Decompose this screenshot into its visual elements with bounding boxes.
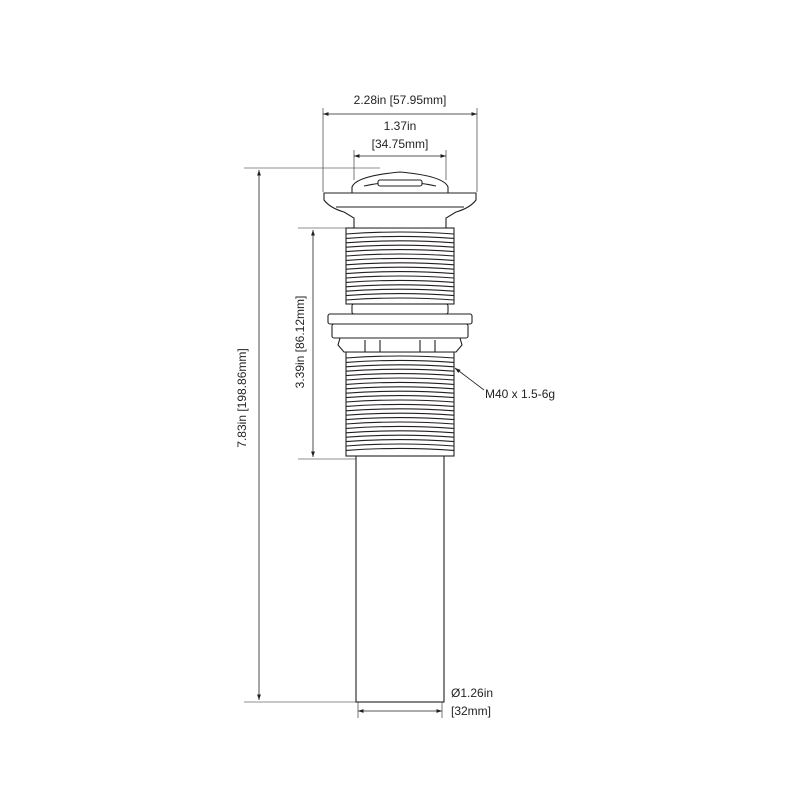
thread-line [345, 297, 455, 301]
thread-line [345, 235, 455, 239]
thread-line [345, 364, 455, 368]
thread-line [345, 386, 455, 390]
thread-line [345, 381, 455, 385]
thread-line [345, 271, 455, 275]
thread-line [345, 425, 455, 429]
callout-thread-spec: M40 x 1.5-6g [454, 367, 555, 401]
thread-line [345, 293, 455, 297]
thread-line [345, 262, 455, 266]
dim-thread-length: 3.39in [86.12mm] [293, 227, 356, 460]
thread-line [345, 430, 455, 434]
thread-line [345, 231, 455, 235]
thread-line [345, 253, 455, 257]
thread-line [345, 421, 455, 425]
thread-line [345, 373, 455, 377]
thread-line [345, 399, 455, 403]
pop-up-drain-body [323, 171, 477, 703]
thread-line [345, 279, 455, 283]
thread-line [345, 447, 455, 451]
gasket [331, 323, 469, 339]
lock-nut [337, 337, 463, 353]
thread-line [345, 275, 455, 279]
thread-length-label: 3.39in [86.12mm] [293, 296, 307, 389]
cap-width-mm-label: [34.75mm] [372, 137, 429, 151]
tail-pipe [355, 454, 445, 703]
thread-line [345, 257, 455, 261]
tail-diameter-mm-label: [32mm] [451, 704, 491, 718]
thread-line [345, 403, 455, 407]
tail-diameter-in-label: Ø1.26in [451, 686, 493, 700]
flange [323, 192, 477, 229]
thread-line [345, 390, 455, 394]
thread-line [345, 368, 455, 372]
total-height-label: 7.83in [198.86mm] [235, 348, 249, 447]
thread-line [345, 244, 455, 248]
thread-line [345, 443, 455, 447]
thread-line [345, 288, 455, 292]
dim-tail-diameter: Ø1.26in [32mm] [357, 686, 493, 718]
thread-line [345, 377, 455, 381]
overall-width-label: 2.28in [57.95mm] [354, 93, 447, 107]
upper-threads [345, 231, 455, 301]
thread-line [345, 412, 455, 416]
dim-overall-width: 2.28in [57.95mm] [322, 93, 478, 192]
thread-line [345, 249, 455, 253]
dim-total-height: 7.83in [198.86mm] [235, 167, 380, 703]
thread-line [345, 417, 455, 421]
thread-line [345, 408, 455, 412]
upper-thread-body [345, 227, 455, 305]
thread-line [345, 355, 455, 359]
lower-threads [345, 355, 455, 451]
thread-spec-label: M40 x 1.5-6g [485, 387, 555, 401]
cap-width-in-label: 1.37in [384, 119, 417, 133]
thread-line [345, 359, 455, 363]
thread-line [345, 284, 455, 288]
thread-line [345, 439, 455, 443]
thread-line [345, 434, 455, 438]
dim-cap-width: 1.37in [34.75mm] [353, 119, 447, 180]
washer [327, 313, 473, 325]
thread-line [345, 395, 455, 399]
thread-line [345, 266, 455, 270]
thread-line [345, 240, 455, 244]
